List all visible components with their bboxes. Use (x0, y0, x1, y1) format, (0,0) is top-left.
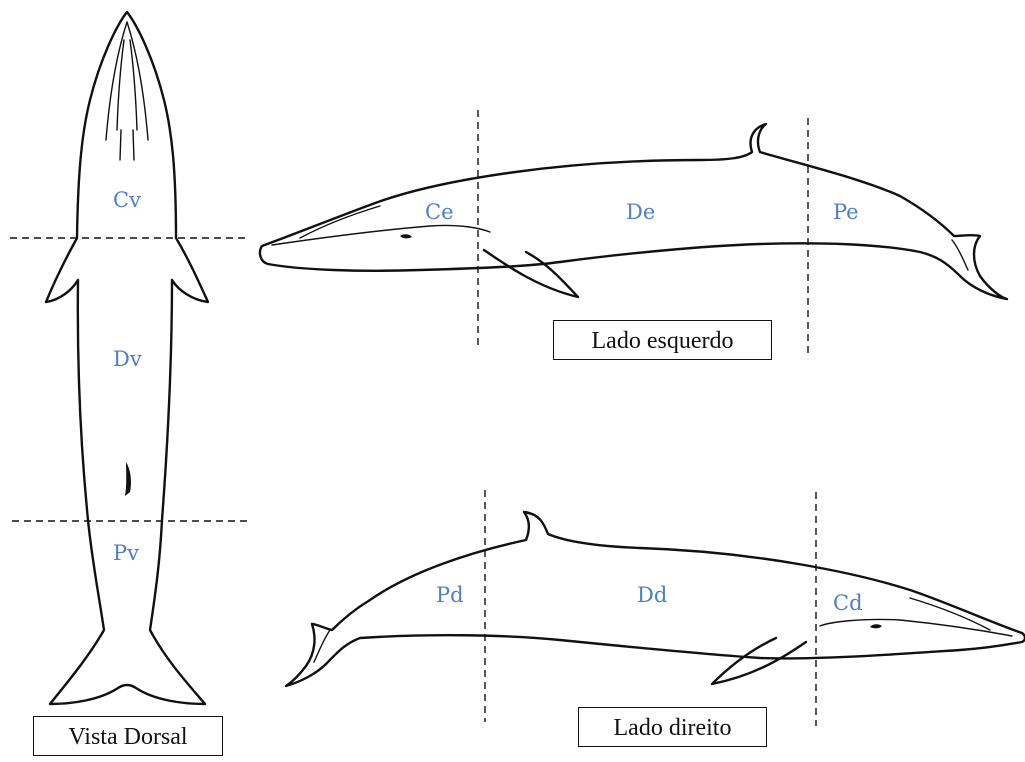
right-region-body-label: Dd (637, 583, 667, 607)
right-region-tail-label: Pd (436, 583, 464, 607)
right-jaw-line (820, 619, 1012, 636)
dorsal-view-caption: Vista Dorsal (33, 716, 223, 756)
left-eye (400, 234, 412, 238)
dorsal-blowhole-left (120, 130, 121, 160)
right-eye (870, 624, 882, 628)
dorsal-region-body-label: Dv (113, 347, 142, 371)
left-region-body-label: De (626, 200, 655, 224)
dorsal-region-head-label: Cv (113, 188, 141, 212)
left-rostrum-line (300, 206, 380, 238)
right-fluke-detail (314, 630, 330, 662)
right-pectoral-flipper (712, 638, 806, 684)
right-region-head-label: Cd (833, 591, 863, 615)
dorsal-blowhole-right (133, 130, 134, 160)
right-rostrum-line (910, 598, 990, 630)
left-fluke-detail (952, 240, 968, 270)
dorsal-view: Cv Dv Pv (10, 12, 248, 704)
dorsal-fin-mark (125, 462, 131, 496)
left-pectoral-flipper (484, 250, 578, 297)
dorsal-region-tail-label: Pv (113, 541, 139, 565)
left-side-caption: Lado esquerdo (553, 320, 772, 360)
right-side-caption: Lado direito (578, 707, 767, 747)
right-side-view: Pd Dd Cd (286, 490, 1025, 726)
left-region-head-label: Ce (425, 200, 454, 224)
left-region-tail-label: Pe (833, 200, 859, 224)
